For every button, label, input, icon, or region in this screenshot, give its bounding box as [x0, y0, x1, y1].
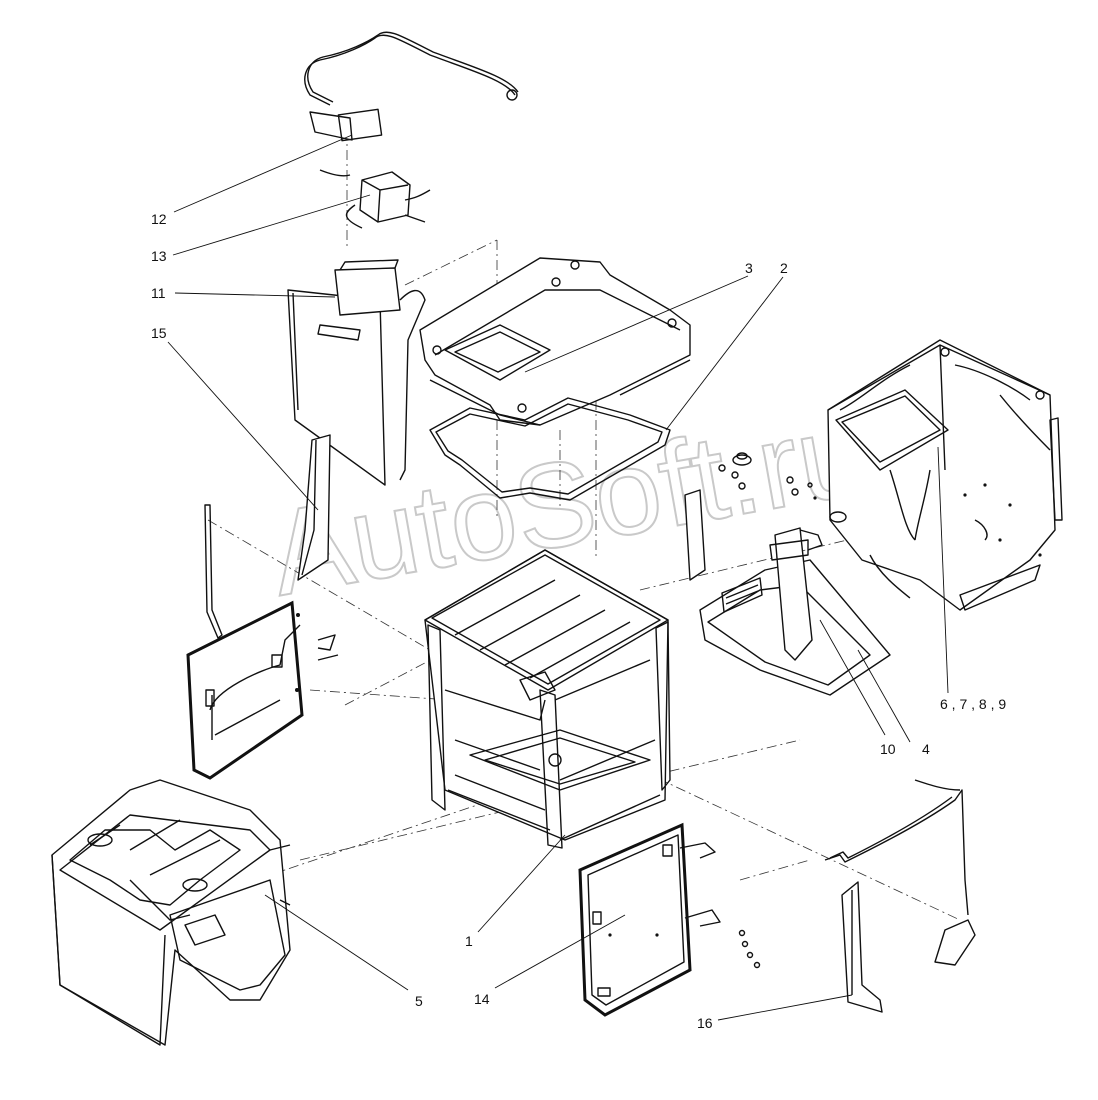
- door-left: [186, 600, 339, 780]
- cable-right: [824, 779, 976, 966]
- part-11-panel: [287, 259, 426, 486]
- callout-12: 12: [151, 211, 167, 227]
- part-6-9-roof-harness: [813, 339, 1063, 611]
- part-3-roof-panel: [419, 257, 691, 426]
- callout-labels: 12 13 11 15 3 2 6 , 7 , 8 , 9 10 4 1 5 1…: [151, 211, 1006, 1031]
- callout-6-7-8-9: 6 , 7 , 8 , 9: [940, 696, 1006, 712]
- callout-10: 10: [880, 741, 896, 757]
- callout-14: 14: [474, 991, 490, 1007]
- door-right: [578, 822, 721, 1017]
- callout-2: 2: [780, 260, 788, 276]
- part-2-gasket: [429, 397, 671, 501]
- callout-3: 3: [745, 260, 753, 276]
- callout-1: 1: [465, 933, 473, 949]
- callout-13: 13: [151, 248, 167, 264]
- part-16-trim: [841, 881, 883, 1013]
- leader-lines: [167, 134, 949, 1021]
- fasteners-top: [718, 452, 813, 496]
- callout-5: 5: [415, 993, 423, 1009]
- part-10-pillar: [684, 489, 823, 661]
- callout-16: 16: [697, 1015, 713, 1031]
- part-15-trim: [297, 434, 331, 581]
- callout-4: 4: [922, 741, 930, 757]
- part-5-roof-shell: [51, 779, 291, 1046]
- part-1-cab-frame: [424, 549, 671, 849]
- part-13-device: [319, 169, 431, 229]
- strip-left: [204, 504, 223, 639]
- part-12-wiring-harness: [304, 31, 519, 142]
- callout-15: 15: [151, 325, 167, 341]
- fasteners-bottom: [738, 929, 761, 969]
- callout-11: 11: [151, 285, 166, 301]
